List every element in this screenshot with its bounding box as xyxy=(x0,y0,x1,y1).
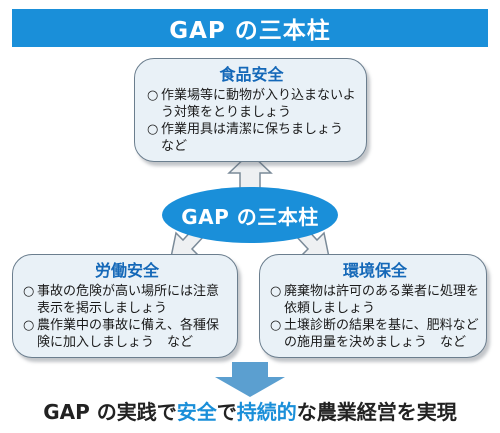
footer-part-3: で xyxy=(216,400,237,424)
list-item: ○廃棄物は許可のある業者に処理を依頼しましょう xyxy=(270,284,480,316)
footer-statement: GAP の実践で安全で持続的な農業経営を実現 xyxy=(0,397,500,427)
bullet-icon: ○ xyxy=(147,122,159,137)
list-item: ○作業用具は清潔に保ちましょう など xyxy=(147,122,357,154)
bullet-icon: ○ xyxy=(147,88,159,103)
list-item: ○作業場等に動物が入り込まないよう対策をとりましょう xyxy=(147,88,356,120)
food-safety-title: 食品安全 xyxy=(219,65,284,84)
labor-safety-title: 労働安全 xyxy=(94,261,159,280)
environment-list: ○廃棄物は許可のある業者に処理を依頼しましょう ○土壌診断の結果を基に、肥料など… xyxy=(270,283,480,351)
environment-title: 環境保全 xyxy=(342,261,407,280)
footer-part-5: な農業経営を実現 xyxy=(296,400,457,424)
bullet-icon: ○ xyxy=(23,284,35,299)
food-safety-box: 食品安全 ○作業場等に動物が入り込まないよう対策をとりましょう ○作業用具は清潔… xyxy=(134,58,367,162)
footer-highlight-sustainable: 持続的 xyxy=(236,400,297,424)
list-item: ○土壌診断の結果を基に、肥料などの施用量を決めましょう など xyxy=(270,318,479,350)
labor-safety-box: 労働安全 ○事故の危険が高い場所には注意表示を掲示しましょう ○農作業中の事故に… xyxy=(12,254,238,358)
center-ellipse: GAP の三本柱 xyxy=(162,187,338,243)
labor-safety-list: ○事故の危険が高い場所には注意表示を掲示しましょう ○農作業中の事故に備え、各種… xyxy=(23,283,231,351)
food-safety-list: ○作業場等に動物が入り込まないよう対策をとりましょう ○作業用具は清潔に保ちまし… xyxy=(147,87,356,155)
bullet-icon: ○ xyxy=(270,284,282,299)
banner-title: GAP の三本柱 xyxy=(169,18,331,44)
list-item: ○農作業中の事故に備え、各種保険に加入しましょう など xyxy=(23,318,220,350)
arrow-down-footer xyxy=(215,362,285,397)
environment-box: 環境保全 ○廃棄物は許可のある業者に処理を依頼しましょう ○土壌診断の結果を基に… xyxy=(259,254,487,358)
center-label: GAP の三本柱 xyxy=(181,204,319,229)
footer-highlight-safety: 安全 xyxy=(176,400,217,424)
footer-part-1: GAP の実践で xyxy=(43,400,177,424)
title-banner: GAP の三本柱 xyxy=(12,9,488,47)
list-item: ○事故の危険が高い場所には注意表示を掲示しましょう xyxy=(23,284,220,316)
bullet-icon: ○ xyxy=(23,318,35,333)
bullet-icon: ○ xyxy=(270,318,282,333)
